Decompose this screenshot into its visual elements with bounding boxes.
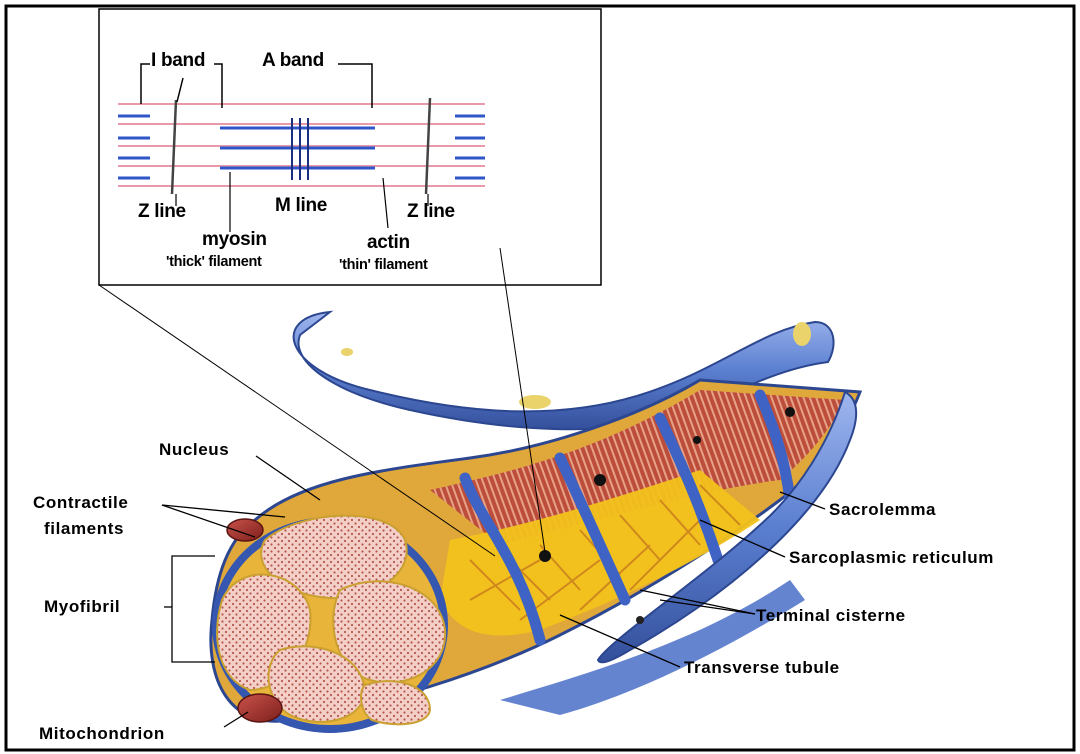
membrane-spot <box>793 322 811 346</box>
membrane-spot <box>636 616 644 624</box>
mitochondrion-shape <box>227 519 263 541</box>
m-line-label: M line <box>275 195 327 217</box>
myosin-label: myosin <box>202 229 267 251</box>
sacrolemma-label: Sacrolemma <box>829 500 936 520</box>
nucleus-label: Nucleus <box>159 440 229 460</box>
z-line-right-label: Z line <box>407 201 455 223</box>
mitochondrion-label: Mitochondrion <box>39 724 165 744</box>
terminal-cisterne-label: Terminal cisterne <box>756 606 906 626</box>
contractile-filaments-label-line2: filaments <box>44 519 124 539</box>
transverse-tubule-label: Transverse tubule <box>684 658 840 678</box>
sarcoplasmic-reticulum-label: Sarcoplasmic reticulum <box>789 548 994 568</box>
thin-filament-label: 'thin' filament <box>339 257 428 273</box>
z-line-left-label: Z line <box>138 201 186 223</box>
actin-label: actin <box>367 232 410 254</box>
thick-filament-label: 'thick' filament <box>166 254 262 270</box>
a-band-label: A band <box>262 50 324 72</box>
myofibril-label: Myofibril <box>44 597 120 617</box>
mitochondrion-shape <box>238 694 282 722</box>
i-band-label: I band <box>151 50 205 72</box>
contractile-filaments-label-line1: Contractile <box>33 493 128 513</box>
membrane-spot <box>341 348 353 356</box>
